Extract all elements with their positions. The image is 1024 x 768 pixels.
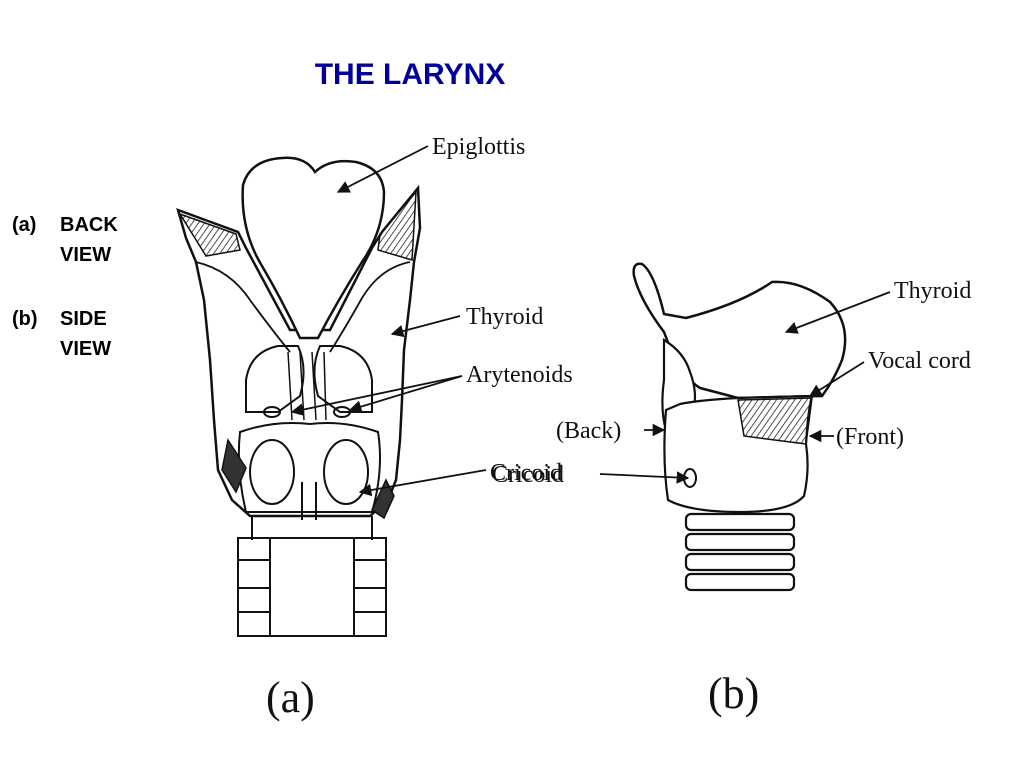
- label-thyroid-b: Thyroid: [894, 278, 971, 304]
- arytenoids-back: [245, 345, 305, 413]
- page-title: THE LARYNX: [314, 58, 506, 91]
- cricoid-back: [237, 422, 381, 513]
- view-tag-b: (b): [12, 308, 38, 330]
- view-label-a: (a) BACK VIEW: [12, 210, 118, 270]
- label-cricoid-b: Cricoid: [492, 462, 564, 488]
- label-arytenoids: Arytenoids: [466, 362, 573, 388]
- view-tag-a: (a): [12, 214, 37, 236]
- view-line1-a: BACK: [60, 214, 118, 236]
- label-thyroid-a: Thyroid: [466, 304, 543, 330]
- label-front: (Front): [836, 424, 904, 450]
- view-line2-a: VIEW: [60, 244, 112, 266]
- caption-a: (a): [266, 673, 315, 722]
- label-cricoid-a: Cricoid: [490, 460, 562, 486]
- trachea-rings-side: [684, 512, 796, 592]
- figure-a-back-view: [176, 156, 422, 637]
- epiglottis-back: [241, 156, 386, 340]
- label-back: (Back): [556, 418, 621, 444]
- label-epiglottis: Epiglottis: [432, 134, 525, 160]
- view-line2-b: VIEW: [60, 338, 112, 360]
- view-line1-b: SIDE: [60, 308, 107, 330]
- view-label-b: (b) SIDE VIEW: [12, 304, 111, 364]
- caption-b: (b): [708, 669, 759, 718]
- label-vocal-cord: Vocal cord: [868, 348, 971, 374]
- figure-a-labels: Epiglottis Thyroid Arytenoids Cricoid (a…: [266, 134, 573, 722]
- thyroid-cartilage-back: [176, 184, 422, 518]
- figure-b-labels: Thyroid Vocal cord (Back) (Front) Cricoi…: [492, 278, 971, 718]
- figure-b-side-view: [632, 262, 847, 592]
